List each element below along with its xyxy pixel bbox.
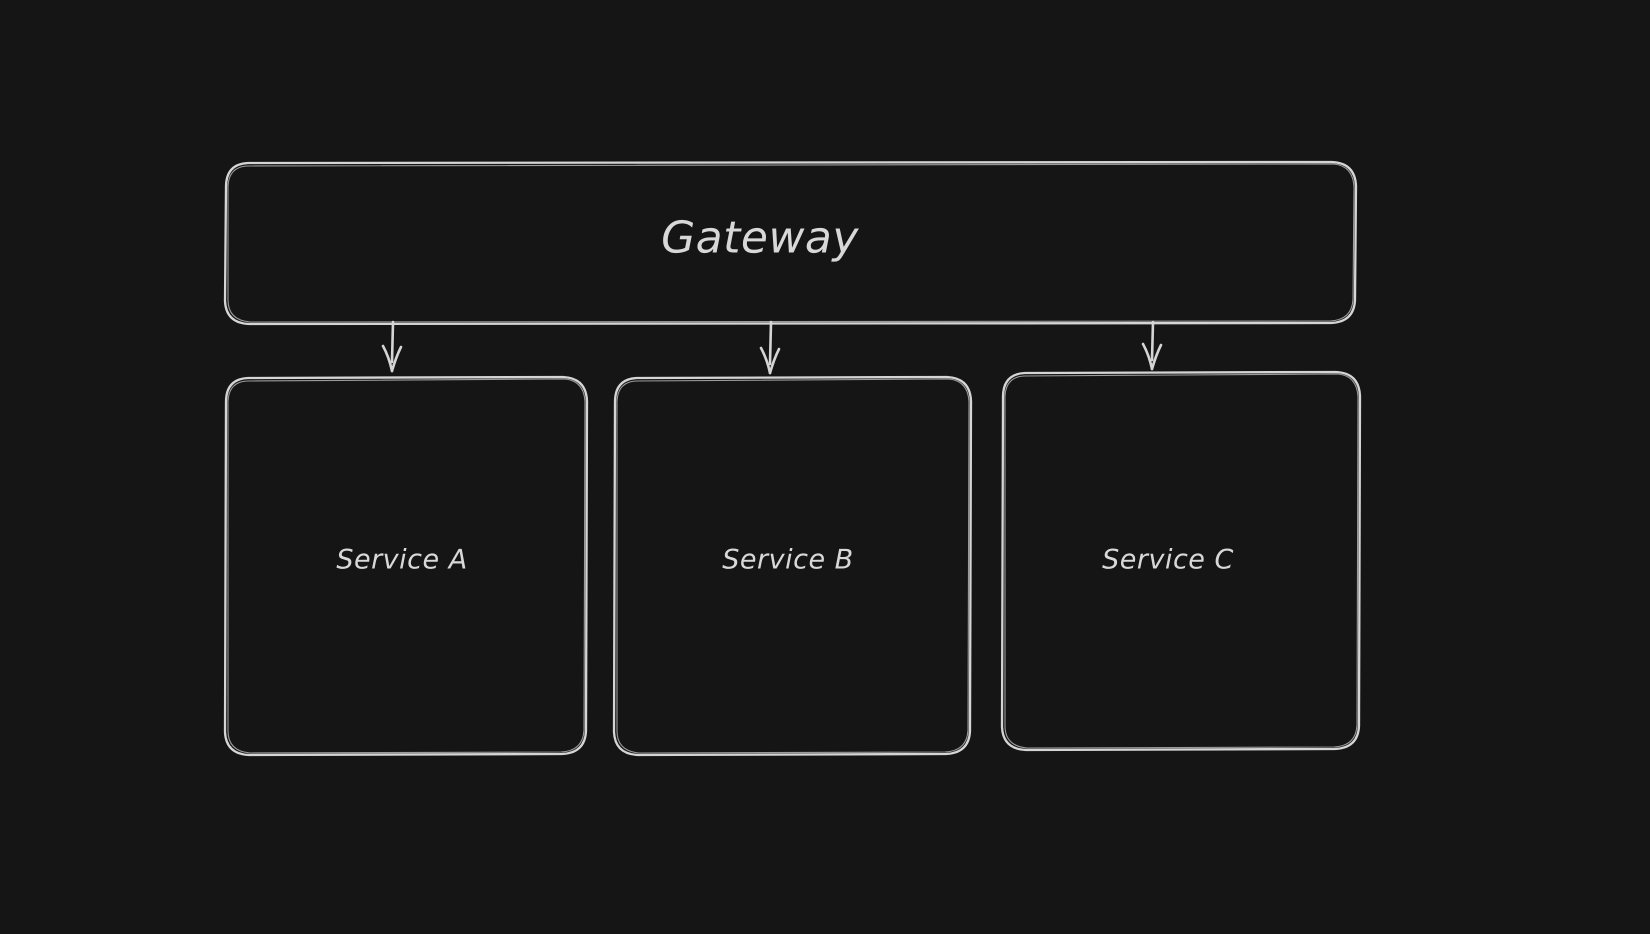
service-a-box[interactable] (223, 375, 589, 757)
edge-gateway-service-b[interactable] (759, 320, 781, 375)
service-b-box[interactable] (612, 375, 973, 757)
gateway-container-box[interactable] (223, 160, 1358, 326)
service-c-box[interactable] (1000, 370, 1362, 752)
edge-gateway-service-a[interactable] (381, 320, 403, 373)
edge-gateway-service-c[interactable] (1141, 320, 1163, 371)
